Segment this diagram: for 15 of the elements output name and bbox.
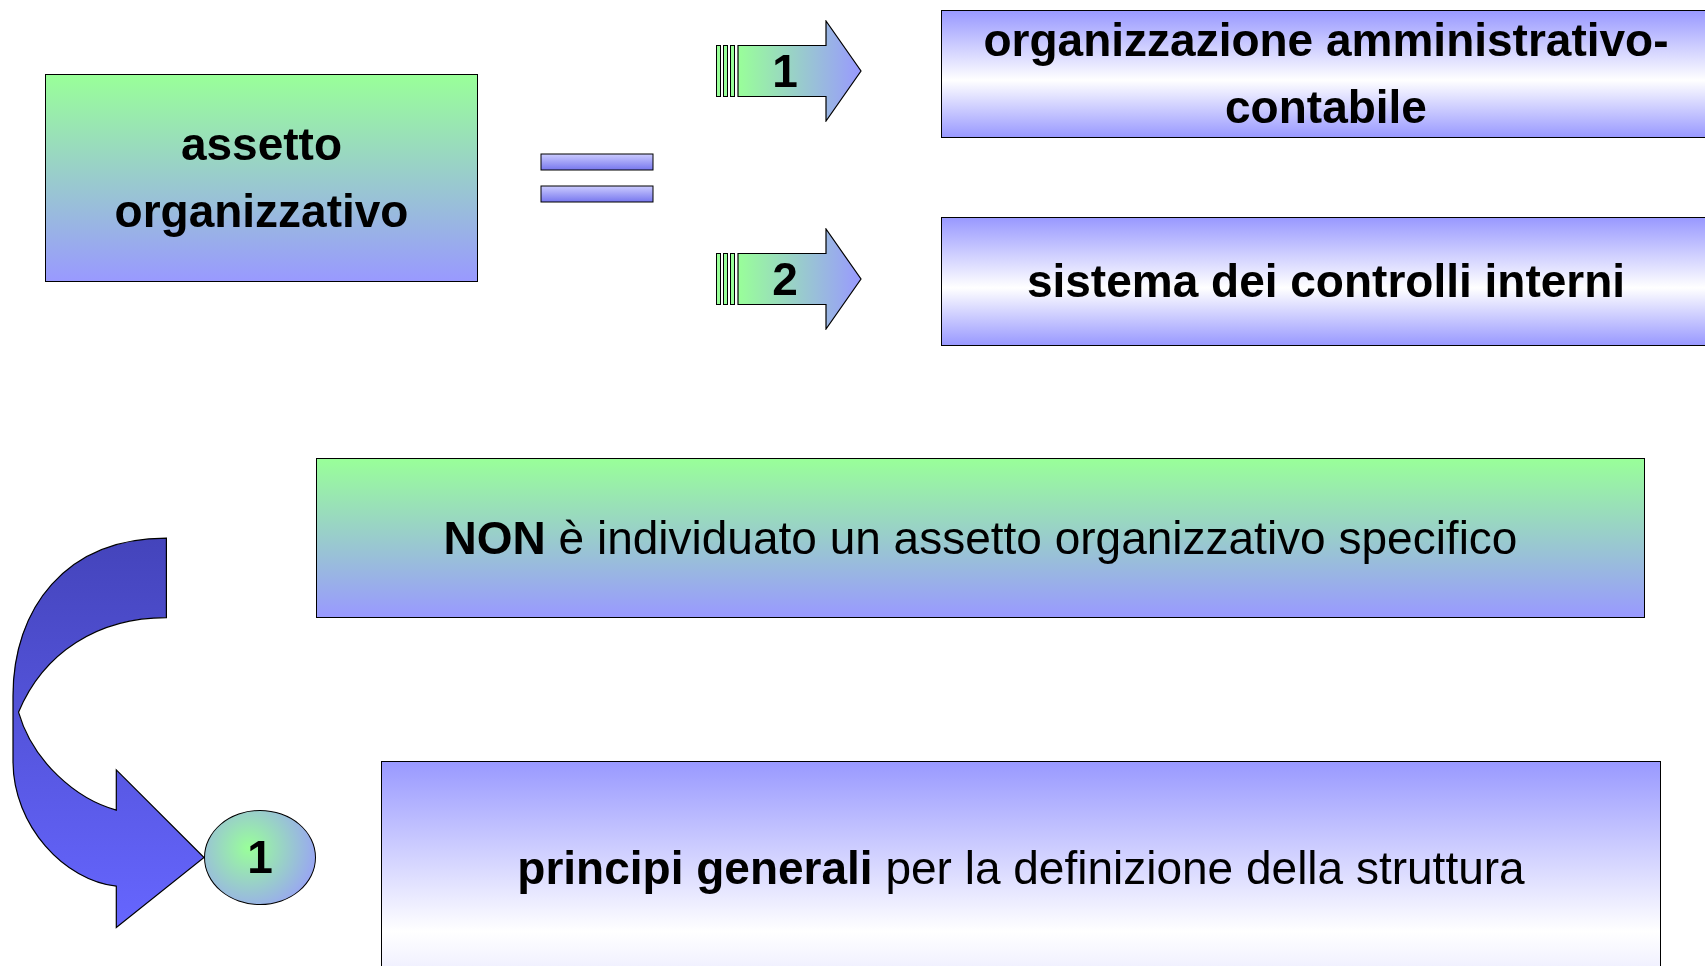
- component-box: [941, 217, 1705, 346]
- block-arrow: [716, 20, 862, 122]
- curved-arrow: [12, 537, 205, 929]
- number-label: 1: [247, 830, 273, 886]
- note-box: [316, 458, 1645, 618]
- box-text: assetto organizzativo: [113, 117, 410, 239]
- box-text: sistema dei controlli interni: [1026, 254, 1626, 310]
- box-text: NON è individuato un assetto organizzativo specifico: [443, 510, 1518, 566]
- block-arrow: [716, 228, 862, 330]
- concept-box: [45, 74, 478, 282]
- principle-box: [381, 761, 1661, 966]
- box-text: principi generali per la definizione della struttura: [517, 840, 1525, 896]
- box-text: organizzazione amministrativo-contabile: [982, 13, 1670, 135]
- number-label: 2: [772, 251, 798, 307]
- number-label: 1: [772, 43, 798, 99]
